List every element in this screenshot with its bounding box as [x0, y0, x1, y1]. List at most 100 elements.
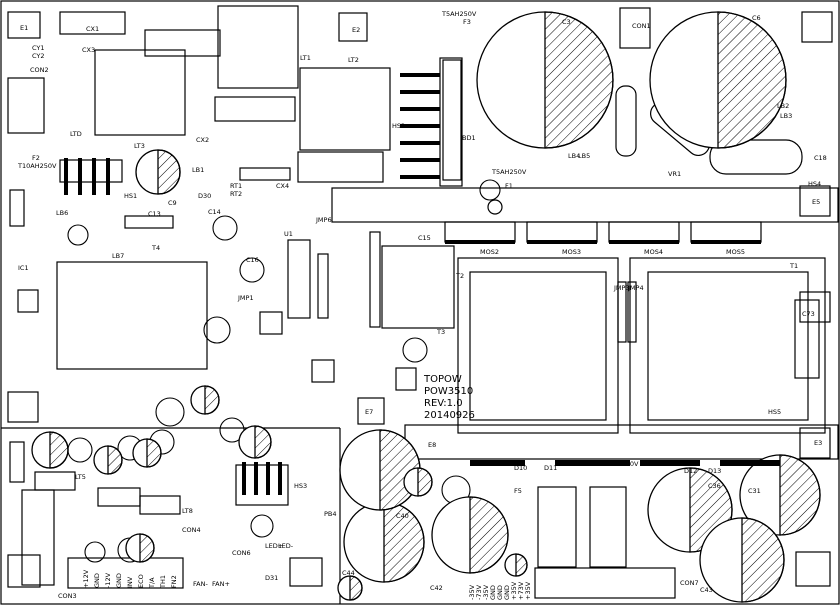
board-info-line: REV:1.0: [424, 398, 463, 409]
jumper-jmp6: [369, 231, 381, 328]
label-t2: T2: [455, 272, 464, 280]
label-rt1: RT1: [230, 182, 242, 190]
label-c3: C3: [562, 18, 571, 26]
label-c6: C6: [752, 14, 761, 22]
label-lb7: LB7: [112, 252, 124, 260]
fuse-rating-f2: T10AH250V: [17, 162, 57, 170]
cap-c1: [615, 85, 637, 157]
label-lt2: LT2: [348, 56, 359, 64]
label-lt4: LTD: [70, 130, 82, 138]
label-cx1: CX1: [86, 25, 99, 33]
connector-con7: [534, 567, 676, 599]
mosfet-mos4: [608, 221, 680, 243]
label-cx4: CX4: [276, 182, 289, 190]
con3-pin-label: -12V: [104, 572, 112, 588]
diode-d12-tab: [640, 460, 700, 466]
connector-block-left: [21, 489, 55, 586]
con7-pin-label: +35V: [524, 581, 532, 600]
label-e8: E8: [428, 441, 436, 449]
label-rt2: RT2: [230, 190, 242, 198]
label-f1: F1: [505, 182, 513, 190]
label-mos3: MOS3: [562, 248, 581, 256]
label-c15: C15: [418, 234, 431, 242]
cap-c16: [239, 257, 265, 283]
con7-pin-label: GND: [503, 585, 511, 600]
label-e7: E7: [365, 408, 373, 416]
label-mos2: MOS2: [480, 248, 499, 256]
label-hs4: HS4: [808, 180, 821, 188]
mount-e7: [357, 397, 385, 425]
con7-pin-label: +73V: [517, 581, 525, 600]
label-d12: D12: [684, 467, 697, 475]
cap-c43: [699, 517, 785, 603]
label-c42: C42: [430, 584, 443, 592]
cap-c31: [739, 454, 821, 536]
cap-f1: [479, 179, 501, 201]
inductor-lt8: [139, 495, 181, 515]
label-bd1: BD1: [462, 134, 476, 142]
jumper-jmp5: [317, 253, 329, 319]
heatsink-hs4: [331, 187, 839, 223]
heatsink-strip-bottom: [404, 424, 839, 460]
choke-lt3: [94, 49, 186, 136]
label-lb2: LB2: [777, 102, 789, 110]
board-info-line: 20140926: [424, 410, 475, 421]
con3-pin-label: +12V: [82, 569, 90, 588]
fuse-rating-f3: T5AH250V: [441, 10, 477, 18]
label-con4: CON4: [182, 526, 201, 534]
mosfet-mos4-tab: [609, 240, 679, 244]
con7-pin-label: -35V: [482, 584, 490, 600]
mount-e3: [799, 427, 831, 459]
label-hs3: HS3: [294, 482, 307, 490]
jumper-jmp1: [9, 189, 25, 227]
mosfet-mos5-tab: [691, 240, 761, 244]
cap-c24: [238, 425, 272, 459]
label-led-plus: LED+: [265, 542, 283, 550]
label-d30: D30: [198, 192, 211, 200]
label-vr1: VR1: [668, 170, 681, 178]
label-lt5: LT5: [75, 473, 86, 481]
con7-pin-label: -73V: [475, 584, 483, 600]
label-c13: C13: [148, 210, 161, 218]
label-e5: E5: [812, 198, 820, 206]
connector-con3: [67, 557, 184, 589]
label-c73: C73: [802, 310, 815, 318]
label-lt8: LT8: [182, 507, 193, 515]
con3-pin-label: FN2: [170, 575, 178, 588]
label-c43: C43: [700, 586, 713, 594]
heatsink-hs3: [235, 464, 289, 506]
label-d10: D10: [514, 464, 527, 472]
cap-c18: [709, 139, 803, 175]
cap-cx1: [59, 11, 126, 35]
cap-c20: [132, 438, 162, 468]
diode-d11-tab: [555, 460, 630, 466]
con3-pin-label: GND: [93, 573, 101, 588]
inductor-l7: [537, 486, 577, 568]
transformer-t2-core: [469, 271, 607, 421]
resistor-cx4: [239, 167, 291, 181]
label-c14: C14: [208, 208, 221, 216]
cap-c30: [339, 429, 421, 511]
label-d11: D11: [544, 464, 557, 472]
diode-d10-tab: [470, 460, 525, 466]
label-f2: F2: [32, 154, 40, 162]
connector-con1: [619, 7, 651, 49]
label-con2: CON2: [30, 66, 49, 74]
label-c44: C44: [342, 569, 355, 577]
transformer-t1: [629, 257, 826, 434]
board-info-line: TOPOW: [423, 374, 462, 385]
label-c16: C16: [246, 256, 259, 264]
jumper-jmp4: [627, 281, 637, 343]
choke-lt1: [299, 67, 391, 151]
mount-e2: [338, 12, 368, 42]
label-e2: E2: [352, 26, 360, 34]
cap-c3: [476, 11, 614, 149]
label-e1: E1: [20, 24, 28, 32]
mosfet-mos2: [444, 221, 516, 243]
label-lt3: LT3: [134, 142, 145, 150]
ic-ic2: [311, 359, 335, 383]
label-led-minus: LED-: [278, 542, 294, 550]
label-t4: T4: [151, 244, 160, 252]
